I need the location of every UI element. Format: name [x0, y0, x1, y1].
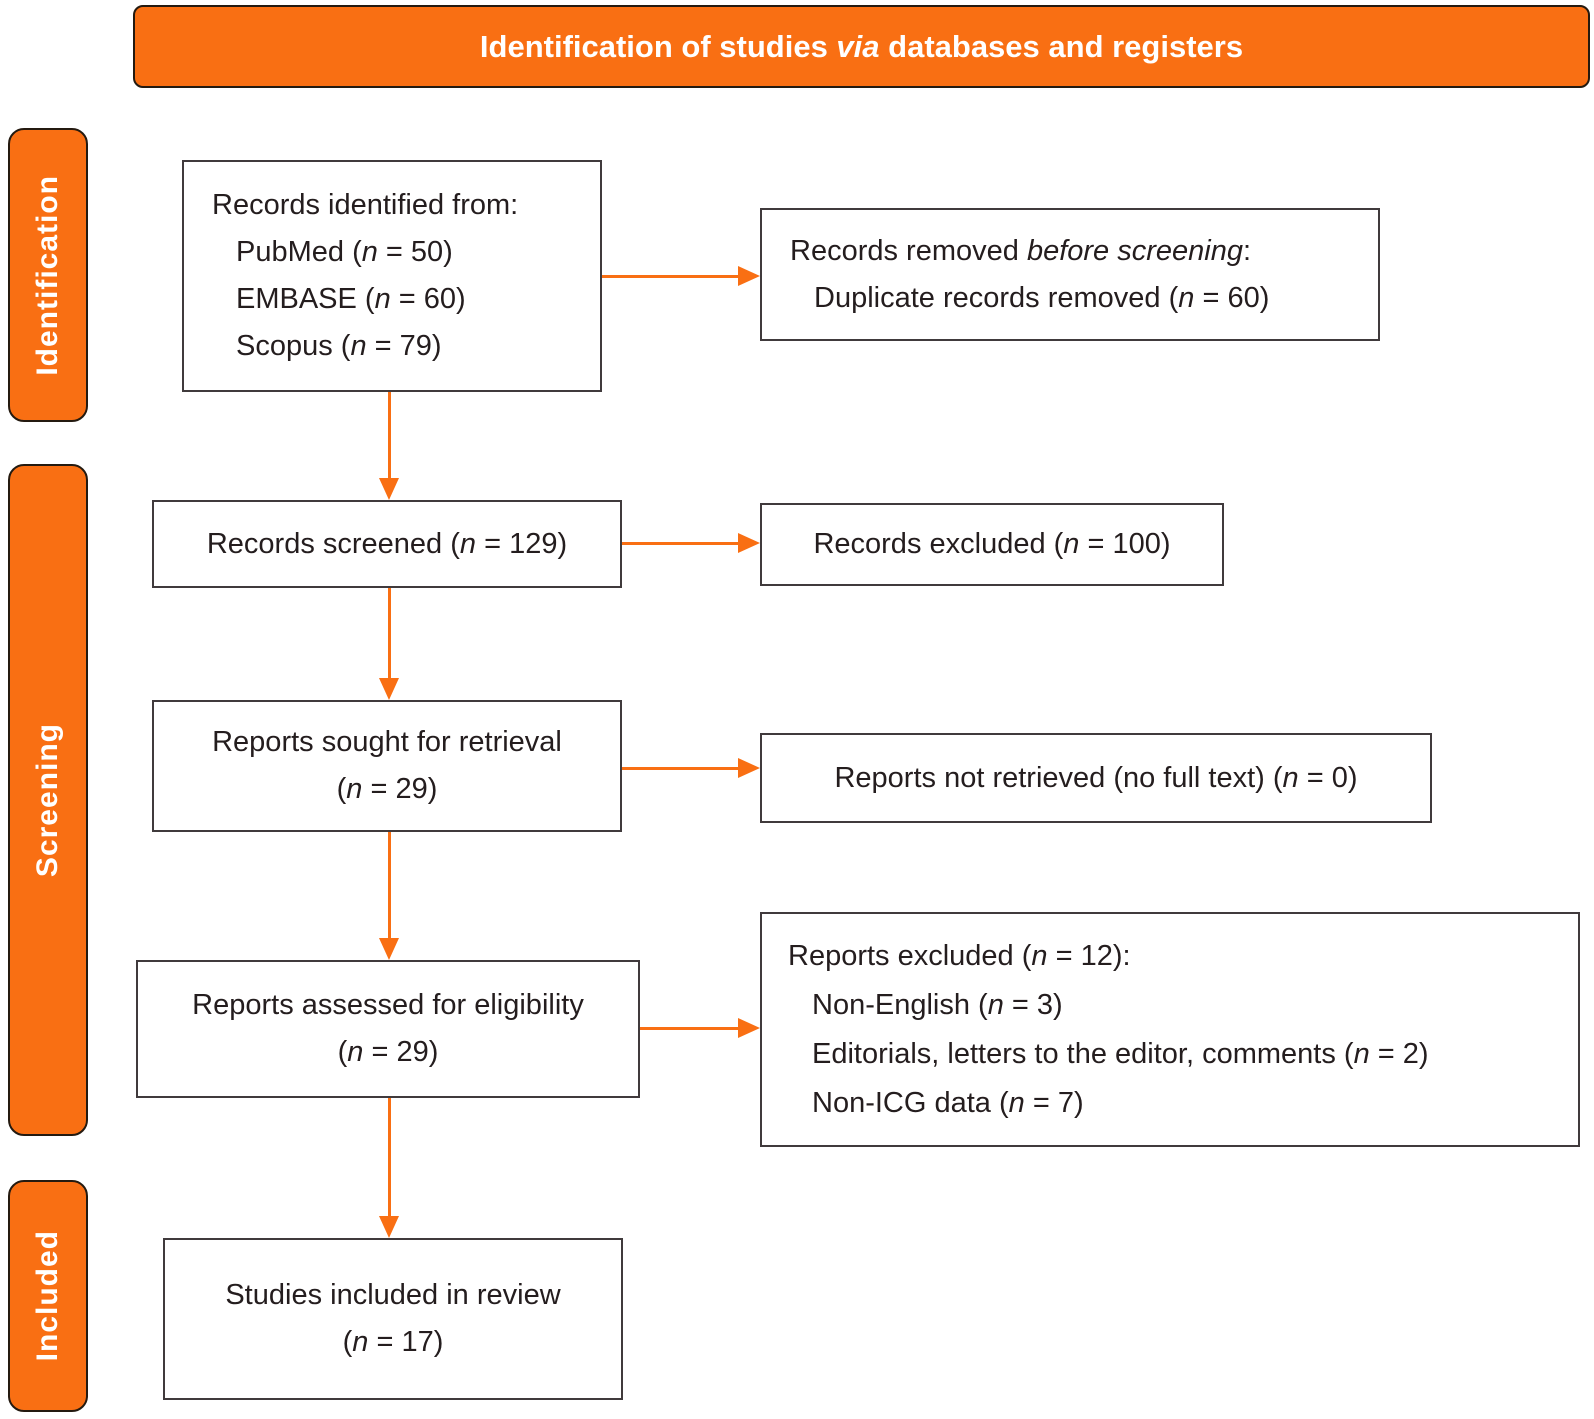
arrow-sought-to-not-retrieved-head [738, 758, 760, 778]
phase-rail-screening: Screening [8, 464, 88, 1136]
box-reports-excluded: Reports excluded (n = 12): Non-English (… [760, 912, 1580, 1147]
reports-excluded-non-english: Non-English (n = 3) [812, 988, 1063, 1021]
studies-included-line1: Studies included in review [225, 1279, 561, 1311]
diagram-title: Identification of studies via databases … [479, 28, 1244, 64]
reports-excluded-non-icg: Non-ICG data (n = 7) [812, 1086, 1084, 1119]
arrow-identified-to-screened-shaft [388, 392, 391, 478]
arrow-screened-to-sought-shaft [388, 588, 391, 678]
records-removed-duplicates: Duplicate records removed (n = 60) [814, 281, 1270, 314]
reports-sought-line2: (n = 29) [336, 773, 438, 805]
arrow-sought-to-assessed-head [379, 938, 399, 960]
reports-assessed-line1: Reports assessed for eligibility [192, 989, 584, 1021]
reports-not-retrieved-line: Reports not retrieved (no full text) (n … [834, 761, 1358, 794]
records-screened-line: Records screened (n = 129) [206, 527, 568, 560]
box-records-screened: Records screened (n = 129) [152, 500, 622, 588]
box-reports-not-retrieved: Reports not retrieved (no full text) (n … [760, 733, 1432, 823]
arrow-assessed-to-included-shaft [388, 1098, 391, 1216]
box-records-excluded: Records excluded (n = 100) [760, 503, 1224, 586]
records-identified-scopus: Scopus (n = 79) [236, 330, 442, 362]
box-records-identified: Records identified from: PubMed (n = 50)… [182, 160, 602, 392]
box-reports-sought: Reports sought for retrieval (n = 29) [152, 700, 622, 832]
box-reports-assessed: Reports assessed for eligibility (n = 29… [136, 960, 640, 1098]
reports-sought-line1: Reports sought for retrieval [212, 726, 562, 758]
arrow-sought-to-not-retrieved-shaft [622, 767, 738, 770]
records-identified-title: Records identified from: [212, 189, 519, 221]
reports-excluded-editorials: Editorials, letters to the editor, comme… [812, 1037, 1429, 1070]
phase-rail-included: Included [8, 1180, 88, 1412]
box-records-removed: Records removed before screening: Duplic… [760, 208, 1380, 341]
phase-label-included: Included [31, 1230, 64, 1362]
reports-assessed-line2: (n = 29) [337, 1036, 439, 1068]
arrow-assessed-to-excluded-head [738, 1018, 760, 1038]
arrow-assessed-to-excluded-shaft [640, 1027, 738, 1030]
arrow-identified-to-removed-shaft [602, 275, 738, 278]
records-removed-title: Records removed before screening: [790, 234, 1252, 267]
phase-rail-identification: Identification [8, 128, 88, 422]
arrow-screened-to-excluded-shaft [622, 542, 738, 545]
arrow-screened-to-sought-head [379, 678, 399, 700]
arrow-sought-to-assessed-shaft [388, 832, 391, 938]
arrow-identified-to-screened-head [379, 478, 399, 500]
box-studies-included: Studies included in review (n = 17) [163, 1238, 623, 1400]
diagram-title-banner: Identification of studies via databases … [133, 5, 1590, 88]
studies-included-line2: (n = 17) [342, 1326, 444, 1358]
phase-label-identification: Identification [31, 174, 64, 376]
reports-excluded-title: Reports excluded (n = 12): [788, 939, 1131, 972]
phase-label-screening: Screening [31, 722, 64, 878]
records-excluded-line: Records excluded (n = 100) [813, 528, 1171, 560]
records-identified-pubmed: PubMed (n = 50) [236, 236, 453, 268]
arrow-screened-to-excluded-head [738, 533, 760, 553]
arrow-assessed-to-included-head [379, 1216, 399, 1238]
records-identified-embase: EMBASE (n = 60) [236, 283, 466, 315]
arrow-identified-to-removed-head [738, 266, 760, 286]
